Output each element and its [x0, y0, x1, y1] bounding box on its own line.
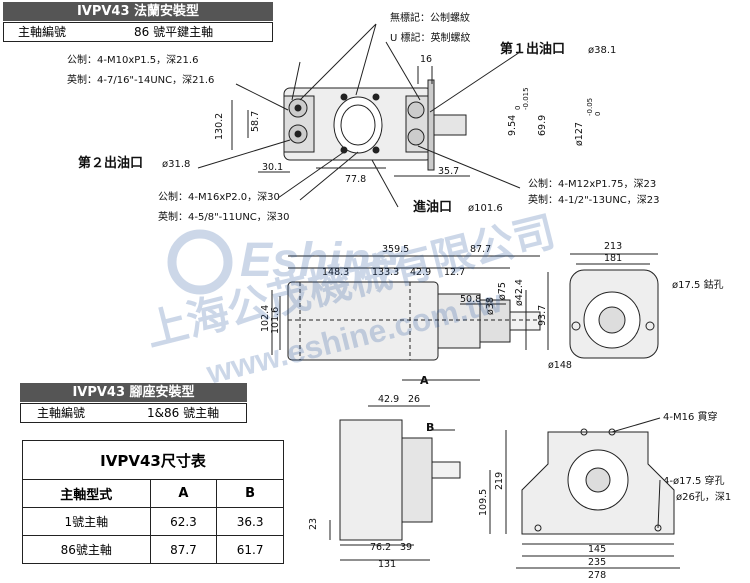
foot-title: IVPV43 腳座安裝型 — [20, 383, 247, 402]
d-42-4: ø42.4 — [514, 279, 525, 306]
d-26: 26 — [408, 394, 420, 405]
note-u-mark: U 標記：英制螺紋 — [390, 33, 471, 44]
d-148-3: 148.3 — [322, 267, 349, 278]
m10-metric: 公制：4-M10xP1.5，深21.6 — [67, 55, 199, 66]
foot-side-dims: 42.9 26 A B 23 76.2 39 131 — [308, 374, 434, 570]
m12-metric: 公制：4-M12xP1.75，深23 — [528, 179, 657, 190]
foot-front-view — [489, 417, 680, 569]
d-219: 219 — [494, 472, 505, 490]
table-header-a: A — [149, 479, 218, 508]
foot-side-view — [329, 379, 480, 561]
side-view — [271, 255, 549, 361]
m16-imperial: 英制：4-5/8"-11UNC，深30 — [158, 212, 290, 223]
table-row: 86號主軸 87.7 61.7 — [22, 535, 284, 564]
table-cell: 62.3 — [149, 507, 218, 536]
d-359-5: 359.5 — [382, 244, 409, 255]
d-133-3: 133.3 — [372, 267, 399, 278]
table-header-b: B — [216, 479, 284, 508]
d-23: 23 — [308, 518, 319, 530]
d-16: 16 — [420, 54, 432, 65]
foot-shaft-value: 1&86 號主軸 — [147, 406, 220, 420]
note-no-mark: 無標記：公制螺紋 — [390, 13, 470, 24]
d-131: 131 — [378, 559, 396, 570]
d-0-015b: -0.015 — [522, 87, 530, 110]
d-109-5: 109.5 — [478, 489, 489, 516]
foot-shaft-label: 主軸編號 — [37, 406, 86, 420]
outlet1-dia: ø38.1 — [588, 45, 617, 56]
counterbore: ø26孔，深1 — [676, 492, 732, 503]
d-130-2: 130.2 — [214, 113, 225, 140]
d-213: 213 — [604, 241, 622, 252]
flange-shaft-row: 主軸編號 86 號平鍵主軸 — [3, 22, 273, 42]
d-35-7: 35.7 — [438, 166, 459, 177]
d-39: 39 — [400, 542, 412, 553]
table-cell: 61.7 — [216, 535, 284, 564]
d-93-7: 93.7 — [537, 305, 548, 326]
dimension-table: IVPV43尺寸表 主軸型式 A B 1號主軸 62.3 36.3 86號主軸 … — [22, 440, 284, 564]
d-12-7: 12.7 — [444, 267, 465, 278]
d-148: ø148 — [548, 360, 572, 371]
table-title: IVPV43尺寸表 — [22, 440, 284, 480]
d-75: ø75 — [497, 282, 508, 300]
d-76-2: 76.2 — [370, 542, 391, 553]
d-145: 145 — [588, 544, 606, 555]
table-cell: 86號主軸 — [22, 535, 151, 564]
d-77-8: 77.8 — [345, 174, 366, 185]
d-127-tol0: 0 — [594, 112, 602, 116]
hole-17-5-seat: ø17.5 鈷孔 — [672, 280, 724, 291]
m16-metric: 公制：4-M16xP2.0，深30 — [158, 192, 280, 203]
d-42-9: 42.9 — [410, 267, 431, 278]
table-cell: 36.3 — [216, 507, 284, 536]
outlet2-label: 第２出油口 — [78, 156, 144, 171]
foot-front-dims: 219 109.5 145 235 278 — [478, 472, 606, 581]
m16-through: 4-M16 貫穿 — [663, 412, 718, 423]
outlet2-dia: ø31.8 — [162, 159, 191, 170]
d-58-7: 58.7 — [250, 111, 261, 132]
end-view — [569, 253, 659, 359]
hole-17-5-through: 4-ø17.5 穿孔 — [663, 476, 725, 487]
d-278: 278 — [588, 570, 606, 581]
table-header-shaft: 主軸型式 — [22, 479, 151, 508]
m12-imperial: 英制：4-1/2"-13UNC，深23 — [528, 195, 660, 206]
end-dims: 213 181 — [604, 241, 622, 264]
d-127: ø127 — [574, 122, 585, 146]
d-A: A — [420, 374, 429, 387]
d-50-8: 50.8 — [460, 294, 481, 305]
d-102-4: 102.4 — [260, 305, 271, 332]
inlet-dia: ø101.6 — [468, 203, 503, 214]
inlet-label: 進油口 — [413, 200, 453, 215]
d-235: 235 — [588, 557, 606, 568]
d-9-54: 9.54 — [507, 115, 518, 136]
d-87-7: 87.7 — [470, 244, 491, 255]
d-B: B — [426, 421, 434, 434]
d-101-6: 101.6 — [270, 307, 281, 334]
flange-shaft-label: 主軸編號 — [18, 25, 67, 39]
d-0-015a: 0 — [514, 106, 522, 110]
table-row: 1號主軸 62.3 36.3 — [22, 507, 284, 536]
flange-title: IVPV43 法蘭安裝型 — [3, 2, 273, 21]
d-127-tol: -0.05 — [586, 98, 594, 116]
side-dims: 359.5 87.7 148.3 133.3 42.9 12.7 50.8 10… — [260, 244, 572, 371]
d-38: ø38 — [485, 297, 496, 315]
table-cell: 87.7 — [149, 535, 218, 564]
foot-shaft-row: 主軸編號 1&86 號主軸 — [20, 403, 247, 423]
d-181: 181 — [604, 253, 622, 264]
d-42-9b: 42.9 — [378, 394, 399, 405]
d-69-9: 69.9 — [537, 115, 548, 136]
front-view — [197, 23, 521, 208]
table-cell: 1號主軸 — [22, 507, 151, 536]
flange-shaft-value: 86 號平鍵主軸 — [134, 25, 214, 39]
outlet1-label: 第１出油口 — [500, 42, 566, 57]
m10-imperial: 英制：4-7/16"-14UNC，深21.6 — [67, 75, 215, 86]
front-dims: 16 130.2 58.7 30.1 77.8 35.7 9.54 0 -0.0… — [214, 54, 602, 185]
d-30-1: 30.1 — [262, 162, 283, 173]
